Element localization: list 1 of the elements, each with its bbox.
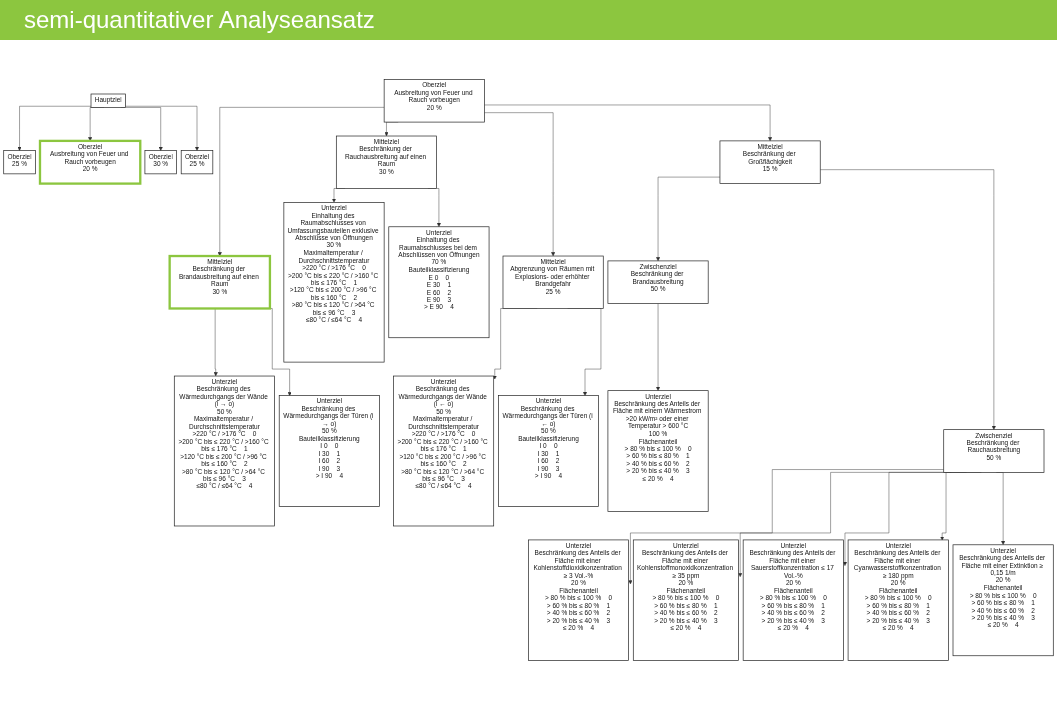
title-banner: semi-quantitativer Analyseansatz	[0, 0, 1057, 40]
